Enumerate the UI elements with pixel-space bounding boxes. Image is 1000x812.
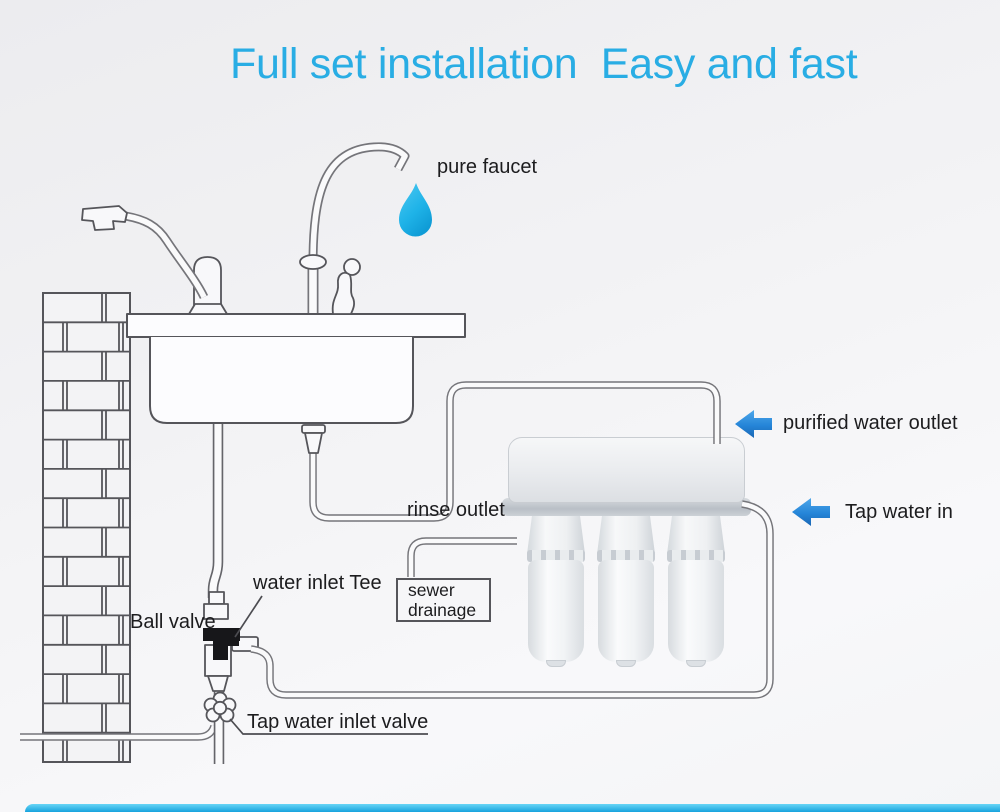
- bottom-accent-bar: [25, 804, 1000, 812]
- brick-wall: [42, 292, 131, 763]
- label-water-inlet-tee: water inlet Tee: [253, 572, 382, 594]
- faucet-base: [188, 303, 228, 315]
- sewer-box-line1: sewer: [408, 580, 455, 600]
- cartridge-body: [598, 560, 654, 662]
- tap-water-in-arrow-icon: [792, 498, 830, 526]
- kitchen-faucet: [81, 205, 228, 315]
- rinse-tube: [407, 537, 517, 577]
- valve-collar: [203, 603, 229, 620]
- sink-basin: [149, 337, 414, 424]
- countertop: [126, 313, 466, 338]
- filter-head: [508, 437, 745, 503]
- cartridge-collar: [667, 514, 725, 554]
- sink-fitting-flange: [301, 424, 326, 434]
- sewer-box-line2: drainage: [408, 599, 477, 620]
- page-title: Full set installation Easy and fast: [230, 40, 858, 88]
- filter-cartridge-2: [597, 514, 655, 667]
- tap-water-inlet-valve-symbol: [203, 691, 237, 723]
- label-purified-water-outlet: purified water outlet: [783, 412, 958, 434]
- cartridge-collar: [527, 514, 585, 554]
- ball-valve-symbol: [203, 628, 240, 660]
- sink-fitting-body: [304, 432, 323, 454]
- pure-faucet-base: [299, 254, 327, 270]
- cartridge-collar: [597, 514, 655, 554]
- label-rinse-outlet: rinse outlet: [407, 499, 505, 521]
- water-inlet-tee-pointer: [234, 595, 263, 638]
- label-tap-water-in: Tap water in: [845, 501, 953, 523]
- cartridge-ring: [597, 550, 655, 562]
- brick-mortar-lines: [43, 293, 130, 762]
- cartridge-ring: [527, 550, 585, 562]
- filter-cartridge-3: [667, 514, 725, 667]
- sewer-drainage-box: sewer drainage: [396, 578, 491, 622]
- tap-water-inlet-valve-pointer: [229, 718, 428, 735]
- pure-faucet-handle-knob: [343, 258, 361, 276]
- cartridge-ring: [667, 550, 725, 562]
- cartridge-body: [528, 560, 584, 662]
- cartridge-body: [668, 560, 724, 662]
- pure-faucet-handle: [331, 271, 355, 315]
- water-drop-icon: [399, 183, 432, 237]
- tap-water-tube: [250, 500, 774, 699]
- wall-supply-pipe: [20, 724, 218, 741]
- faucet-spout-head: [81, 205, 128, 231]
- purified-outlet-arrow-icon: [735, 410, 772, 438]
- purified-water-tube: [301, 381, 721, 522]
- valve-taper: [207, 675, 229, 692]
- filter-cartridge-1: [527, 514, 585, 667]
- label-pure-faucet: pure faucet: [437, 156, 538, 178]
- label-tap-water-inlet-valve: Tap water inlet valve: [247, 711, 429, 733]
- label-ball-valve: Ball valve: [130, 611, 216, 633]
- pure-faucet-drawing: [299, 142, 410, 315]
- valve-neck: [208, 591, 225, 605]
